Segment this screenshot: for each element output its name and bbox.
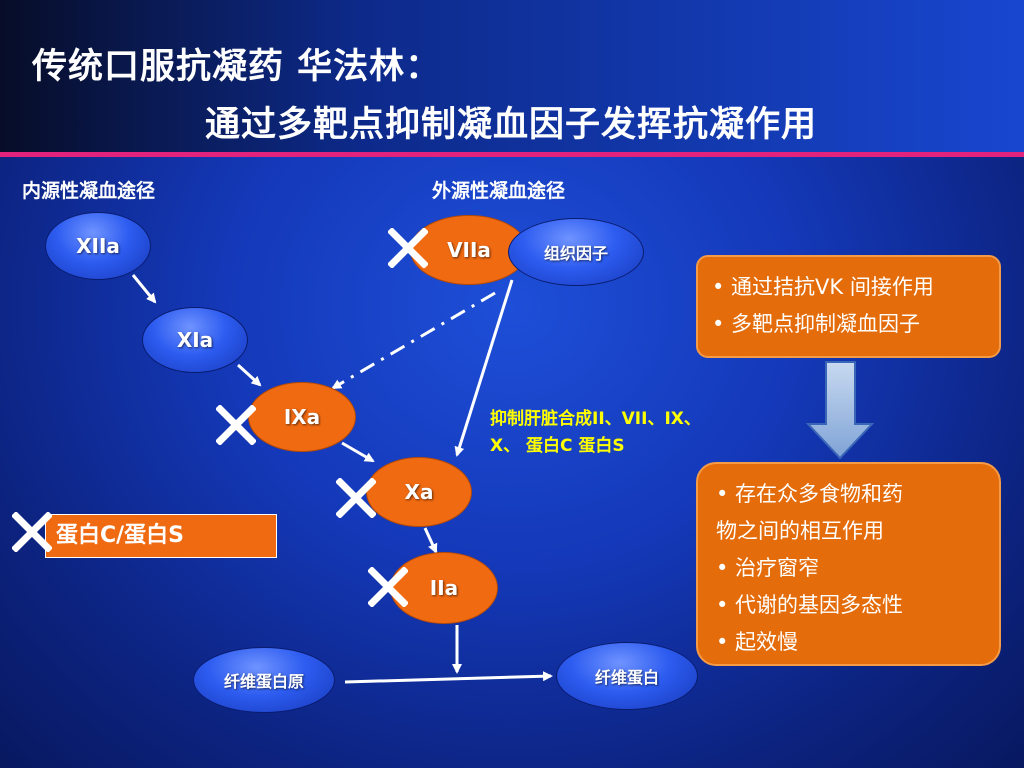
mechanism-item: • 通过拮抗VK 间接作用	[712, 275, 934, 299]
header-banner: 传统口服抗凝药 华法林： 通过多靶点抑制凝血因子发挥抗凝作用	[0, 0, 1024, 152]
block-down-arrow	[805, 361, 875, 460]
drawback-item: • 存在众多食物和药	[716, 482, 904, 506]
header-divider	[0, 152, 1024, 157]
node-ixa: IXa	[248, 382, 356, 452]
node-xia: XIa	[142, 307, 248, 373]
mechanism-item: • 多靶点抑制凝血因子	[712, 312, 921, 336]
drawback-item: 物之间的相互作用	[716, 519, 884, 543]
extrinsic-pathway-label: 外源性凝血途径	[432, 180, 566, 202]
node-tissue-factor: 组织因子	[508, 218, 644, 286]
arrow-xia-ixa	[236, 363, 262, 387]
node-fibrinogen: 纤维蛋白原	[193, 647, 335, 713]
drawback-item: • 治疗窗窄	[716, 556, 820, 580]
arrow-fibrinogen-fibrin	[344, 671, 553, 684]
node-iia: IIa	[390, 552, 498, 624]
node-xiia: XIIa	[45, 212, 151, 280]
arrow-xa-iia	[423, 527, 438, 554]
liver-synthesis-note-line-2: X、 蛋白C 蛋白S	[490, 436, 625, 456]
arrow-xiia-xia	[131, 274, 157, 304]
arrow-tissue-factor-xa	[454, 279, 514, 457]
protein-cs-box: 蛋白C/蛋白S	[45, 514, 277, 558]
intrinsic-pathway-label: 内源性凝血途径	[22, 180, 156, 202]
inhibit-x-icon	[388, 228, 428, 268]
drawback-box: • 存在众多食物和药 物之间的相互作用 • 治疗窗窄 • 代谢的基因多态性 • …	[696, 462, 1001, 666]
inhibit-x-icon	[368, 567, 408, 607]
liver-synthesis-note-line-1: 抑制肝脏合成II、VII、IX、	[490, 409, 701, 429]
inhibit-x-icon	[336, 478, 376, 518]
inhibit-x-icon	[12, 512, 52, 552]
drawback-item: • 起效慢	[716, 630, 799, 654]
liver-synthesis-note: 抑制肝脏合成II、VII、IX、 X、 蛋白C 蛋白S	[490, 406, 760, 460]
title-line-1: 传统口服抗凝药 华法林：	[32, 47, 442, 87]
drawback-item: • 代谢的基因多态性	[716, 593, 904, 617]
inhibit-x-icon	[216, 405, 256, 445]
mechanism-box: • 通过拮抗VK 间接作用 • 多靶点抑制凝血因子	[696, 255, 1001, 358]
arrow-ixa-xa	[341, 441, 375, 463]
title-line-2: 通过多靶点抑制凝血因子发挥抗凝作用	[205, 105, 818, 145]
node-fibrin: 纤维蛋白	[556, 642, 698, 710]
arrow-viia-ixa-dashed	[331, 291, 496, 390]
node-xa: Xa	[366, 457, 472, 527]
